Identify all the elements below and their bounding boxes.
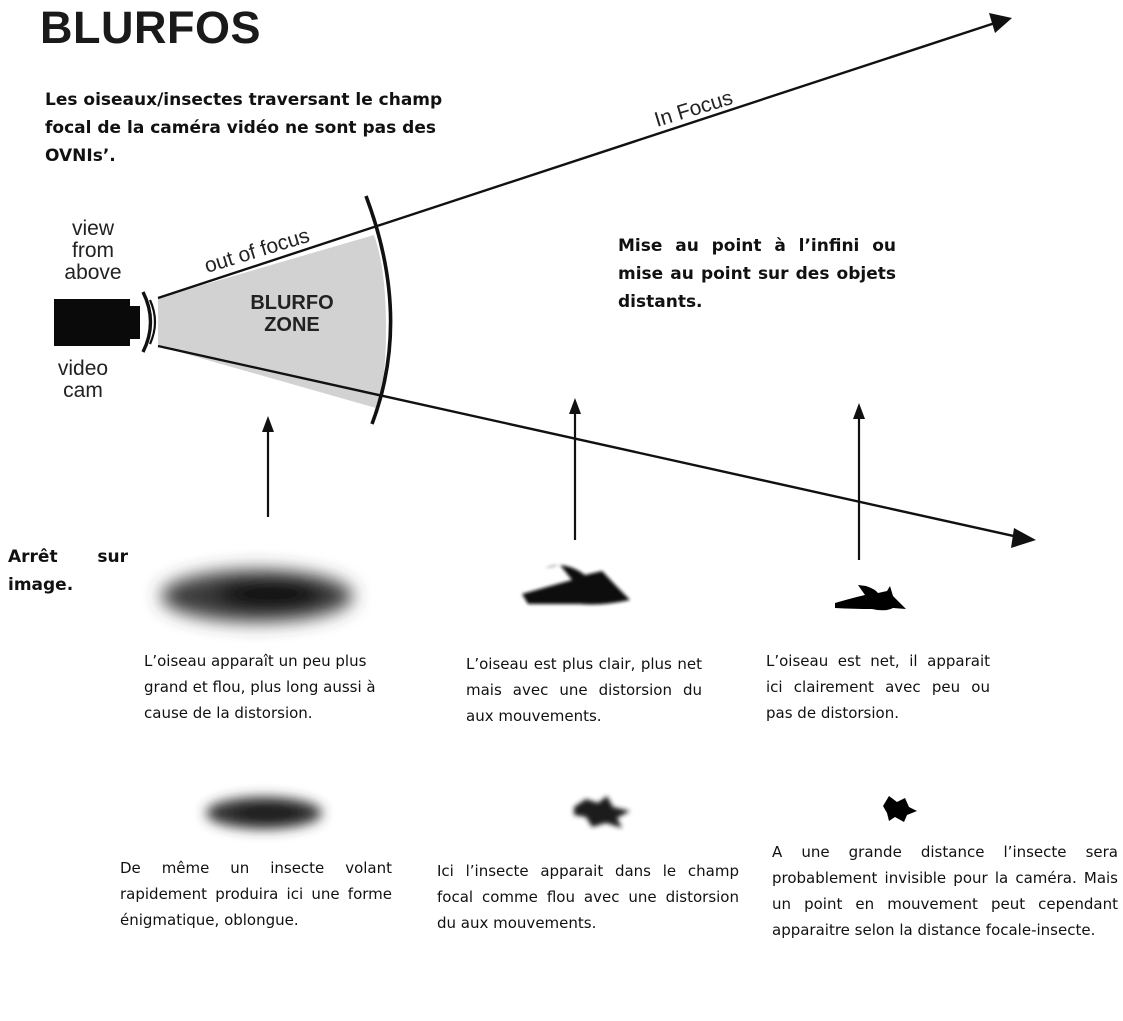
upper-ray-arrowhead <box>989 13 1012 33</box>
caption-insect-blurred: De même un insecte volant rapidement pro… <box>120 859 392 929</box>
caption-bird-blurred: L’oiseau apparaît un peu plus grand et f… <box>144 652 376 722</box>
lens-bracket-outer <box>141 291 153 353</box>
pointer-arrowhead-blurred <box>262 416 274 432</box>
bird-clearer-illustration <box>522 565 630 605</box>
camera-label-top: view from above <box>64 217 122 284</box>
focus-boundary-arc <box>364 195 393 425</box>
infinity-focus-note: Mise au point à l’infini ou mise au poin… <box>618 236 896 312</box>
in-focus-label: In Focus <box>652 86 736 132</box>
upper-boundary-ray <box>157 20 999 300</box>
camera-label-bottom: video cam <box>57 357 109 402</box>
bird-sharp-illustration <box>835 585 906 611</box>
lower-ray-arrowhead <box>1011 528 1036 548</box>
lower-boundary-ray <box>157 344 1019 539</box>
pointer-arrowhead-clearer <box>569 398 581 414</box>
caption-insect-focal: Ici l’insecte apparait dans le champ foc… <box>437 862 739 932</box>
insect-far-illustration <box>883 796 917 822</box>
freeze-frame-label: Arrêt sur image. <box>8 543 128 599</box>
freeze-frame-line-1: Arrêt sur <box>8 547 128 567</box>
blurfo-zone-label: BLURFO ZONE <box>250 292 334 336</box>
insect-blurred-illustration <box>206 797 322 829</box>
caption-bird-sharp: L’oiseau est net, il apparait ici claire… <box>766 652 990 722</box>
pointer-arrowhead-sharp <box>853 403 865 419</box>
bird-blurred-illustration <box>161 570 353 622</box>
camera-body <box>54 299 130 346</box>
page-title: BLURFOS <box>40 2 261 53</box>
intro-note: Les oiseaux/insectes traversant le champ… <box>45 90 443 166</box>
camera-lens-block <box>128 306 140 339</box>
freeze-frame-line-2: image. <box>8 575 74 595</box>
blurfo-zone-shape <box>158 235 386 408</box>
caption-insect-far: A une grande distance l’insecte sera pro… <box>772 843 1118 939</box>
caption-bird-clearer: L’oiseau est plus clair, plus net mais a… <box>466 655 702 725</box>
lens-bracket-inner <box>148 299 157 345</box>
insect-focal-illustration <box>574 796 630 828</box>
